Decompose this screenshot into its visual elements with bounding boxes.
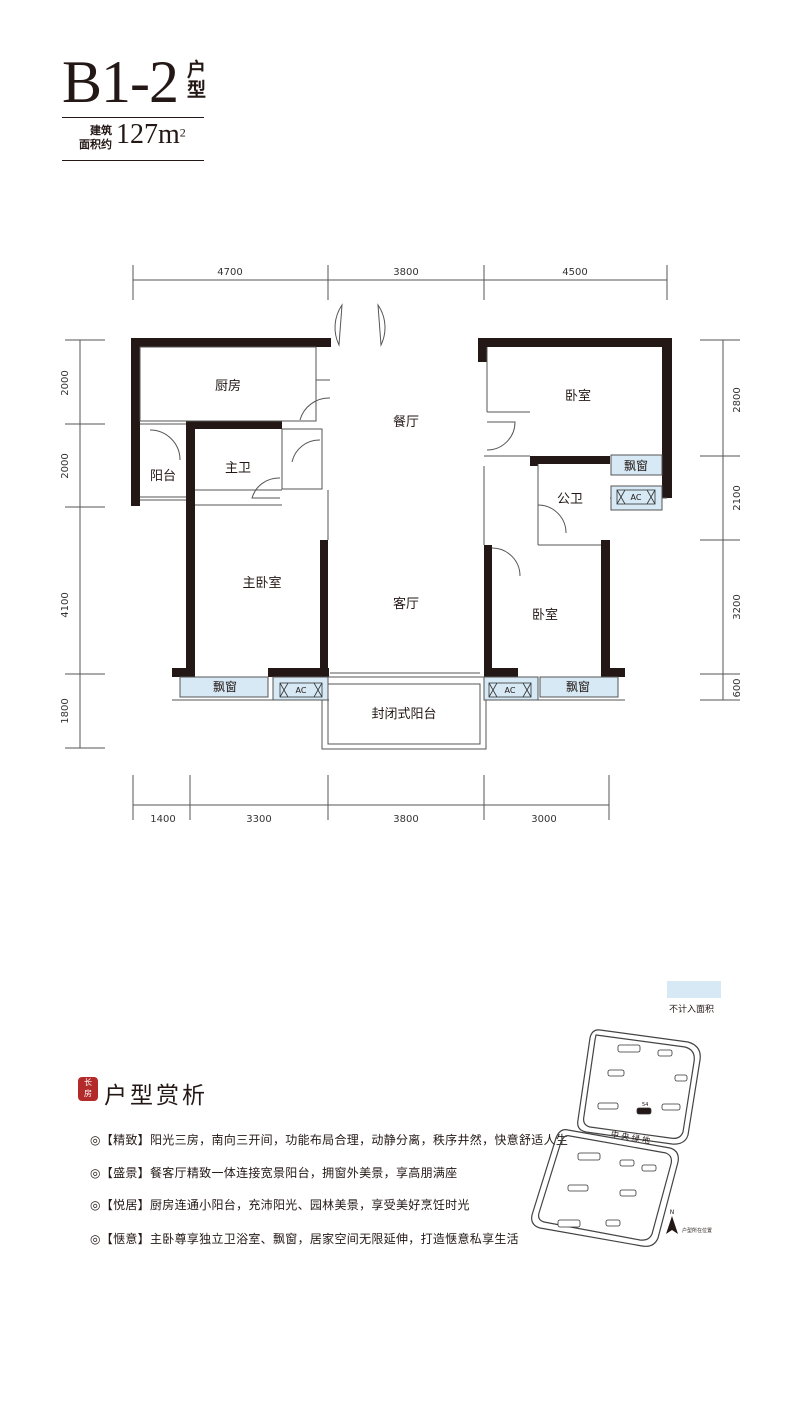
dim-top-2: 3800 [393,267,418,278]
dim-right-4: 600 [732,678,743,697]
dim-top-1: 4700 [217,267,242,278]
area-label-line1: 建筑 [90,124,112,137]
legend-swatch [667,981,721,998]
dim-top-3: 4500 [562,267,587,278]
ac-label-3: AC [505,686,516,695]
dim-right-3: 3200 [732,594,743,619]
area-number: 127m [116,119,180,150]
room-enclosed-balcony: 封闭式阳台 [371,707,436,722]
location-note: 户型所在位置 [682,1227,712,1234]
room-living: 客厅 [393,596,419,612]
site-plan: 54 中 央 绿 地 N 户型所在位置 [531,1029,712,1247]
dim-bottom-2: 3300 [246,814,271,825]
bay-window-ne-label: 飘窗 [624,459,648,473]
dim-right-2: 2100 [732,485,743,510]
area-label: 建筑 面积约 [62,124,112,152]
legend-note: 不计入面积 [669,1005,715,1015]
walls [131,338,672,677]
bay-window-se-label: 飘窗 [566,680,590,694]
unit-code: B1-2 [62,49,179,115]
seal-logo: 长 房 [78,1077,98,1101]
unit-suffix: 户 型 [187,60,209,100]
site-building-no: 54 [642,1102,648,1108]
feature-item-3: ◎【悦居】厨房连通小阳台，充沛阳光、园林美景，享受美好烹饪时光 [90,1198,470,1212]
dimension-lines [65,265,740,820]
unit-suffix-line1: 户 [187,59,207,81]
compass-icon [666,1216,678,1234]
compass-label: N [670,1209,675,1216]
dim-left-1: 2000 [60,370,71,395]
header-rule-bottom [62,160,204,161]
feature-item-1: ◎【精致】阳光三房，南向三开间，功能布局合理，动静分离，秩序井然，快意舒适人生 [90,1133,569,1147]
ac-label-2: AC [296,686,307,695]
seal-line2: 房 [84,1089,92,1098]
seal-line1: 长 [84,1078,92,1087]
unit-suffix-line2: 型 [187,79,207,101]
room-master-bath: 主卫 [225,461,251,476]
site-parcels [531,1029,701,1247]
ac-units [279,489,656,698]
area-unit-sup: 2 [179,125,186,140]
dim-left-4: 1800 [60,698,71,723]
ac-label-1: AC [631,493,642,502]
analysis-title: 户型赏析 [104,1083,208,1109]
room-public-bath: 公卫 [557,492,583,507]
bay-window-sw-label: 飘窗 [213,680,237,694]
header-rule [62,117,204,118]
dim-bottom-3: 3800 [393,814,418,825]
partition-lines [139,303,667,750]
room-master-bedroom: 主卧室 [242,575,281,591]
dim-left-2: 2000 [60,453,71,478]
floor-plan: 4700 3800 4500 1400 3300 3800 3000 2000 … [60,265,743,825]
area-value: 127m2 [116,119,186,151]
area-label-line2: 面积约 [79,138,112,151]
feature-item-4: ◎【惬意】主卧尊享独立卫浴室、飘窗，居家空间无限延伸，打造惬意私享生活 [90,1232,519,1246]
dim-bottom-4: 3000 [531,814,556,825]
room-bedroom-se: 卧室 [532,607,558,623]
feature-item-2: ◎【盛景】餐客厅精致一体连接宽景阳台，拥窗外美景，享高朋满座 [90,1166,458,1180]
room-bedroom-ne: 卧室 [565,388,591,404]
site-road-label: 中 央 绿 地 [610,1129,651,1146]
dim-right-1: 2800 [732,387,743,412]
room-dining: 餐厅 [393,414,419,430]
room-kitchen: 厨房 [215,378,241,394]
site-buildings [557,1044,688,1228]
room-balcony-small: 阳台 [150,469,176,484]
dim-left-3: 4100 [60,592,71,617]
dim-bottom-1: 1400 [150,814,175,825]
